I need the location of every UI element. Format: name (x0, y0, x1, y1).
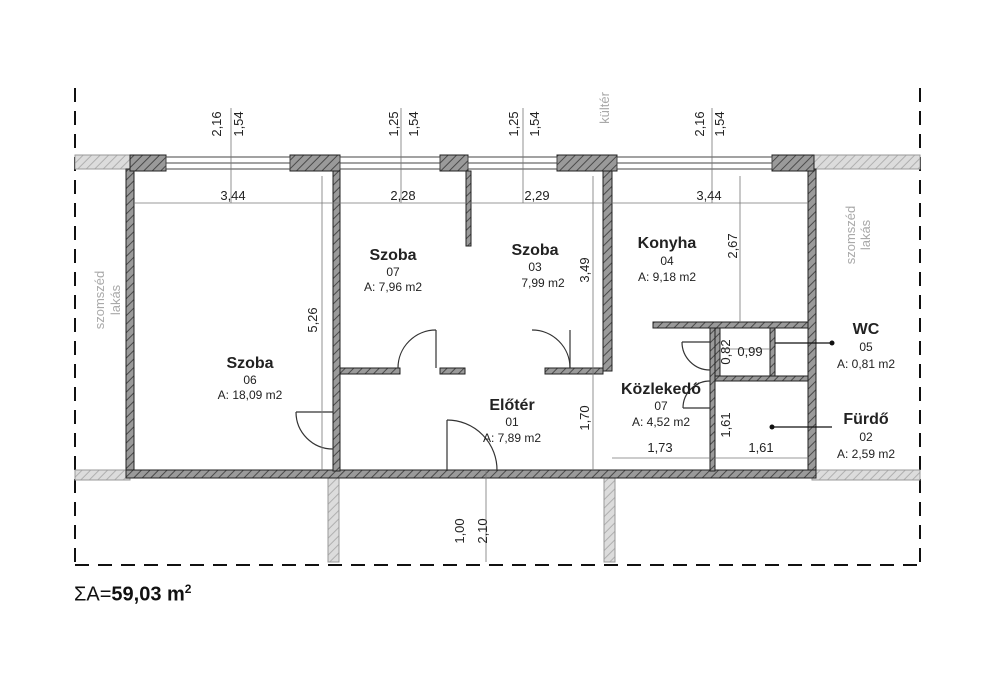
dim-width-161: 1,61 (748, 440, 773, 455)
dim-height-267: 2,67 (725, 233, 740, 258)
room-number: 06 (243, 373, 257, 387)
room-area: A: 9,18 m2 (638, 270, 696, 284)
dim-width-3: 2,29 (524, 188, 549, 203)
label-neighbor-right-2: lakás (858, 219, 873, 250)
doors (295, 329, 711, 472)
label-kulter: kültér (597, 91, 612, 123)
dim-height-099: 0,99 (737, 344, 762, 359)
dim-window-1a: 2,16 (209, 111, 224, 136)
room-area: A: 0,81 m2 (837, 357, 895, 371)
dim-window-2b: 1,54 (406, 111, 421, 136)
height-dimensions: 5,26 3,49 2,67 1,70 0,82 0,99 1,61 1,73 … (305, 233, 774, 455)
total-area-prefix: ΣA= (74, 583, 112, 606)
dim-height-349: 3,49 (577, 257, 592, 282)
room-name: Előtér (489, 397, 534, 414)
total-area-summary: ΣA=59,03 m2 (74, 582, 191, 607)
room-name: Szoba (369, 247, 416, 264)
dim-window-4a: 2,16 (692, 111, 707, 136)
dim-window-1b: 1,54 (231, 111, 246, 136)
room-name: Szoba (226, 355, 273, 372)
room-area: A: 7,96 m2 (364, 280, 422, 294)
dim-window-4b: 1,54 (712, 111, 727, 136)
room-area: A: 18,09 m2 (218, 388, 283, 402)
width-dimensions: 3,44 2,28 2,29 3,44 (220, 188, 721, 203)
total-area-value: 59,03 m (111, 583, 185, 606)
room-number: 03 (528, 260, 542, 274)
room-area: A: 7,89 m2 (483, 431, 541, 445)
room-area: 7,99 m2 (521, 276, 565, 290)
dim-height-526: 5,26 (305, 307, 320, 332)
leader-dot-furdo (769, 424, 775, 430)
room-number: 07 (654, 399, 668, 413)
dim-door-width: 1,00 (452, 518, 467, 543)
label-neighbor-left-1: szomszéd (92, 271, 107, 330)
room-area: A: 4,52 m2 (632, 415, 690, 429)
window-dimensions: 2,16 1,54 1,25 1,54 1,25 1,54 2,16 1,54 (209, 111, 727, 136)
room-name: Konyha (638, 235, 697, 252)
room-name: Fürdő (843, 411, 889, 428)
room-number: 02 (859, 430, 873, 444)
room-number: 01 (505, 415, 519, 429)
room-eloter-01: Előtér 01 A: 7,89 m2 (483, 397, 541, 445)
neighbor-walls (74, 154, 921, 563)
room-szoba-03: Szoba 03 7,99 m2 (511, 242, 565, 290)
room-kozlekedo-07: Közlekedő 07 A: 4,52 m2 (621, 381, 701, 429)
dim-door-height: 2,10 (475, 518, 490, 543)
room-name: Szoba (511, 242, 558, 259)
leader-dot-wc (829, 340, 835, 346)
dim-width-2: 2,28 (390, 188, 415, 203)
dim-window-3b: 1,54 (527, 111, 542, 136)
room-furdo-02: Fürdő 02 A: 2,59 m2 (837, 411, 895, 461)
label-neighbor-right-1: szomszéd (843, 206, 858, 265)
inner-walls (332, 170, 809, 472)
room-name: WC (853, 321, 880, 338)
leader-lines (772, 342, 832, 428)
room-konyha-04: Konyha 04 A: 9,18 m2 (638, 235, 697, 284)
dim-width-4: 3,44 (696, 188, 721, 203)
room-area: A: 2,59 m2 (837, 447, 895, 461)
dim-height-161-v: 1,61 (718, 412, 733, 437)
windows (165, 156, 773, 170)
room-szoba-07: Szoba 07 A: 7,96 m2 (364, 247, 422, 294)
label-neighbor-left-2: lakás (108, 284, 123, 315)
dim-width-173: 1,73 (647, 440, 672, 455)
room-number: 07 (386, 265, 400, 279)
dim-height-082: 0,82 (718, 339, 733, 364)
room-wc-05: WC 05 A: 0,81 m2 (837, 321, 895, 371)
total-area-unit-sup: 2 (184, 582, 192, 596)
dim-window-3a: 1,25 (506, 111, 521, 136)
room-szoba-06: Szoba 06 A: 18,09 m2 (218, 355, 283, 402)
room-number: 04 (660, 254, 674, 268)
door-dimensions: 1,00 2,10 (452, 518, 490, 543)
room-name: Közlekedő (621, 381, 701, 398)
dim-height-170: 1,70 (577, 405, 592, 430)
dim-window-2a: 1,25 (386, 111, 401, 136)
room-number: 05 (859, 340, 873, 354)
dimension-lines (134, 108, 808, 562)
dim-width-1: 3,44 (220, 188, 245, 203)
